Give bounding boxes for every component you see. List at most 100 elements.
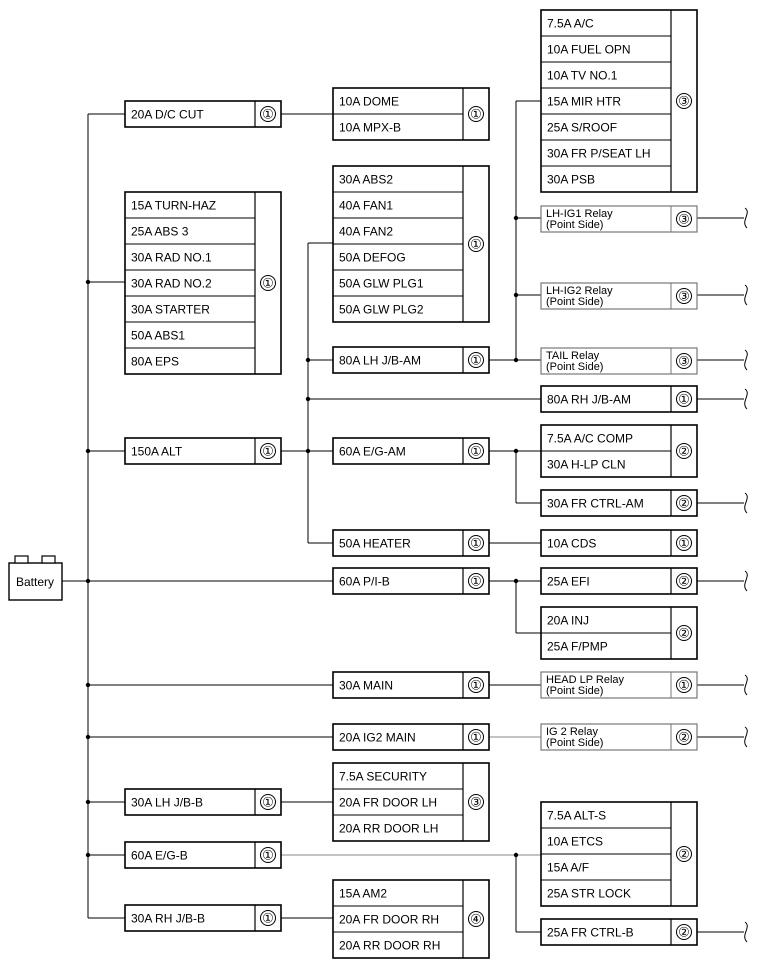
location-badge: ①	[468, 677, 484, 693]
fuse-50a-abs1: 50A ABS1	[131, 329, 185, 343]
location-number: ①	[678, 678, 690, 693]
fuse-25a-fr-ctrl-b: 25A FR CTRL-B	[547, 926, 634, 940]
location-badge: ②	[676, 495, 692, 511]
location-number: ②	[678, 730, 690, 745]
fuse-7-5a-a-c-comp: 7.5A A/C COMP	[547, 432, 633, 446]
junction-dot	[305, 357, 311, 363]
fuse-30a-fr-ctrl-am: 30A FR CTRL-AM	[547, 497, 644, 511]
location-number: ①	[262, 795, 274, 810]
wire-break-icon	[744, 492, 748, 514]
location-number: ①	[470, 678, 482, 693]
fuse-15a-mir-htr: 15A MIR HTR	[547, 95, 621, 109]
fuse-20a-rr-door-rh: 20A RR DOOR RH	[339, 939, 440, 953]
junction-dot	[85, 852, 91, 858]
junction-dot	[85, 279, 91, 285]
location-number: ③	[470, 795, 482, 810]
fuse-20a-fr-door-rh: 20A FR DOOR RH	[339, 913, 439, 927]
location-number: ①	[678, 536, 690, 551]
relay-name: HEAD LP Relay	[546, 674, 625, 686]
junction-dot	[85, 734, 91, 740]
fuse-15a-a-f: 15A A/F	[547, 861, 589, 875]
fuse-7-5a-a-c: 7.5A A/C	[547, 17, 594, 31]
relay-side: (Point Side)	[546, 296, 603, 308]
fuse-group: 25A EFI ②	[540, 567, 698, 595]
wire-break-icon	[744, 726, 748, 748]
relay-ig-2-relay: IG 2 Relay(Point Side)②	[540, 723, 698, 751]
relay-tail-relay: TAIL Relay(Point Side)③	[540, 347, 698, 375]
fuse-20a-rr-door-lh: 20A RR DOOR LH	[339, 822, 438, 836]
junction-dot	[85, 578, 91, 584]
location-badge: ①	[468, 443, 484, 459]
fuse-30a-starter: 30A STARTER	[131, 303, 210, 317]
fuse-7-5a-security: 7.5A SECURITY	[339, 770, 427, 784]
junction-dot	[85, 448, 91, 454]
fuse-40a-fan2: 40A FAN2	[339, 225, 393, 239]
fuse-30a-fr-p-seat-lh: 30A FR P/SEAT LH	[547, 147, 651, 161]
fuse-30a-h-lp-cln: 30A H-LP CLN	[547, 458, 626, 472]
location-number: ①	[470, 730, 482, 745]
fuse-group: 30A RH J/B-B ①	[124, 904, 282, 932]
relay-side: (Point Side)	[546, 685, 603, 697]
relay-lh-ig2-relay: LH-IG2 Relay(Point Side) ③	[540, 282, 698, 310]
location-number: ②	[678, 626, 690, 641]
fuse-15a-am2: 15A AM2	[339, 887, 387, 901]
location-badge: ④	[468, 911, 484, 927]
location-number: ①	[262, 848, 274, 863]
fuse-60a-e-g-am: 60A E/G-AM	[339, 445, 406, 459]
location-badge: ③	[676, 288, 692, 304]
location-badge: ①	[676, 677, 692, 693]
location-number: ①	[262, 444, 274, 459]
location-number: ①	[262, 107, 274, 122]
location-number: ③	[678, 212, 690, 227]
location-badge: ①	[260, 910, 276, 926]
fuse-80a-eps: 80A EPS	[131, 355, 179, 369]
location-number: ③	[678, 354, 690, 369]
location-number: ④	[470, 912, 482, 927]
fuse-10a-tv-no-1: 10A TV NO.1	[547, 69, 618, 83]
location-badge: ①	[260, 275, 276, 291]
location-number: ①	[470, 353, 482, 368]
fuse-10a-cds: 10A CDS	[547, 537, 596, 551]
fuse-25a-s-roof: 25A S/ROOF	[547, 121, 617, 135]
relay-name: IG 2 Relay	[546, 726, 598, 738]
battery-symbol: Battery	[8, 555, 63, 601]
location-badge: ②	[676, 625, 692, 641]
location-badge: ①	[260, 847, 276, 863]
location-number: ②	[678, 574, 690, 589]
relay-head-lp-relay: HEAD LP Relay(Point Side) ①	[540, 671, 698, 699]
relay-name: LH-IG2 Relay	[546, 285, 613, 297]
location-badge: ③	[676, 93, 692, 109]
location-number: ③	[678, 94, 690, 109]
relay-lh-ig1-relay: LH-IG1 Relay(Point Side)③	[540, 205, 698, 233]
fuse-50a-glw-plg1: 50A GLW PLG1	[339, 277, 424, 291]
location-number: ①	[262, 911, 274, 926]
wire-break-icon	[744, 921, 748, 943]
location-badge: ①	[468, 573, 484, 589]
fuse-20a-ig2-main: 20A IG2 MAIN	[339, 731, 416, 745]
fuse-30a-rh-j-b-b: 30A RH J/B-B	[131, 912, 205, 926]
fuse-25a-abs-3: 25A ABS 3	[131, 225, 189, 239]
fuse-25a-efi: 25A EFI	[547, 575, 590, 589]
fuse-group: 60A E/G-AM ①	[332, 437, 490, 465]
fuse-50a-glw-plg2: 50A GLW PLG2	[339, 303, 424, 317]
junction-dot	[85, 799, 91, 805]
battery-body	[8, 562, 63, 601]
wire-break-icon	[744, 388, 748, 410]
fuse-50a-defog: 50A DEFOG	[339, 251, 406, 265]
fuse-15a-turn-haz: 15A TURN-HAZ	[131, 199, 216, 213]
